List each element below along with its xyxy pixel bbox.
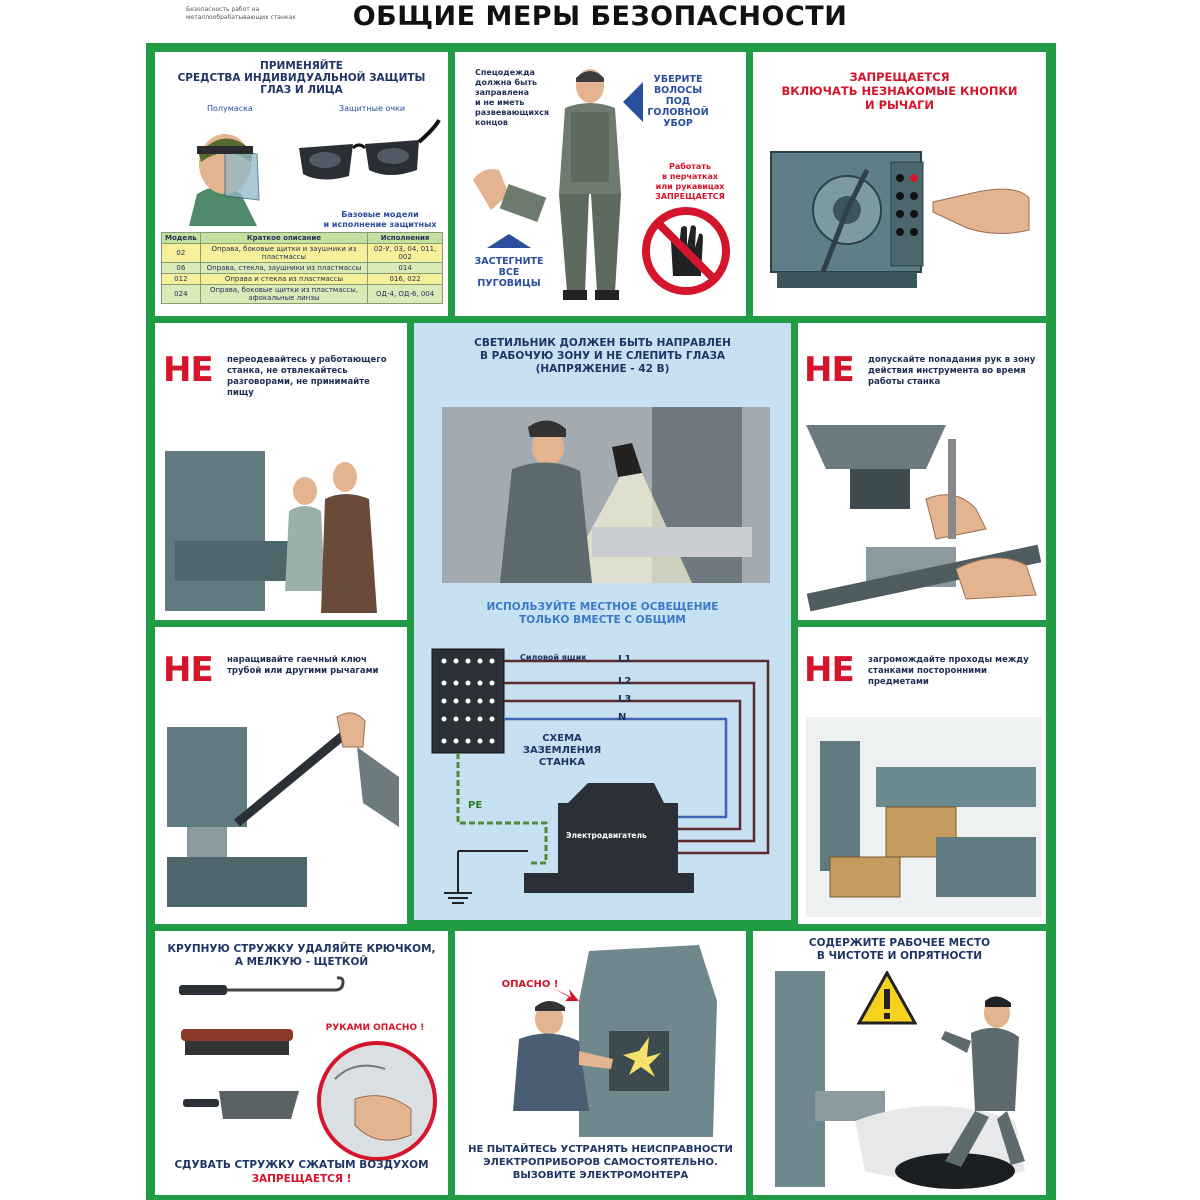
cuff-hand-illustration [473, 169, 547, 223]
chips-footer-line1: СДУВАТЬ СТРУЖКУ СЖАТЫМ ВОЗДУХОМ [174, 1159, 429, 1171]
panel-unknown-buttons: ЗАПРЕЩАЕТСЯ ВКЛЮЧАТЬ НЕЗНАКОМЫЕ КНОПКИ И… [753, 52, 1046, 316]
ne-text: наращивайте гаечный ключ трубой или друг… [227, 655, 379, 676]
warn-hands: РУКАМИ ОПАСНО ! [325, 1023, 425, 1033]
safety-glasses-illustration [299, 119, 441, 180]
wire-brush-illustration [181, 1029, 293, 1055]
table-cell: 014 [367, 262, 443, 274]
light-heading: СВЕТИЛЬНИК ДОЛЖЕН БЫТЬ НАПРАВЛЕН В РАБОЧ… [474, 337, 731, 375]
line-label: N [618, 712, 627, 723]
light-subheading: ИСПОЛЬЗУЙТЕ МЕСТНОЕ ОСВЕЩЕНИЕ ТОЛЬКО ВМЕ… [486, 601, 719, 626]
table-cell: 06 [161, 262, 201, 274]
panel-clean-workplace: СОДЕРЖИТЕ РАБОЧЕЕ МЕСТО В ЧИСТОТЕ И ОПРЯ… [753, 931, 1046, 1195]
worker-in-overalls-illustration [559, 69, 621, 300]
ppe-heading: ПРИМЕНЯЙТЕ СРЕДСТВА ИНДИВИДУАЛЬНОЙ ЗАЩИТ… [177, 60, 426, 96]
buttons-heading: ЗАПРЕЩАЕТСЯ ВКЛЮЧАТЬ НЕЗНАКОМЫЕ КНОПКИ И… [781, 70, 1018, 112]
ne-text: допускайте попадания рук в зону действия… [868, 355, 1036, 387]
text-buttons: ЗАСТЕГНИТЕ ВСЕ ПУГОВИЦЫ [474, 256, 544, 289]
no-gloves-icon [642, 207, 730, 295]
panel-chip-removal: КРУПНУЮ СТРУЖКУ УДАЛЯЙТЕ КРЮЧКОМ, А МЕЛК… [155, 931, 448, 1195]
label-half-mask: Полумаска [207, 104, 253, 113]
ne-label: НЕ [163, 350, 214, 390]
page-title: ОБЩИЕ МЕРЫ БЕЗОПАСНОСТИ [352, 1, 848, 32]
table-cell: Оправа, боковые щитки и заушники из плас… [199, 243, 369, 263]
workers-chatting-illustration [165, 451, 377, 613]
slipping-worker-illustration [775, 971, 1025, 1189]
panel-lighting: СВЕТИЛЬНИК ДОЛЖЕН БЫТЬ НАПРАВЛЕН В РАБОЧ… [414, 323, 791, 920]
panel-clothes: Спецодежда должна быть заправлена и не и… [455, 52, 746, 316]
cluttered-workshop-illustration [806, 717, 1042, 917]
danger-label: ОПАСНО ! [501, 979, 559, 990]
power-box-label: Силовой ящик [520, 653, 587, 662]
line-label: L2 [618, 676, 632, 687]
table-cell: Оправа, стекла, заушники из пластмассы [199, 262, 369, 274]
ne-text: переодевайтесь у работающего станка, не … [227, 355, 387, 398]
panel-electrical: ОПАСНО ! НЕ ПЫТАЙТЕСЬ УСТРАНЯТЬ НЕИСПРАВ… [455, 931, 746, 1195]
wrench-extension-illustration [167, 712, 399, 907]
panel-hands-in-zone: НЕ допускайте попадания рук в зону дейст… [798, 323, 1046, 620]
motor-label: Электродвигатель [566, 831, 647, 840]
face-shield-illustration [189, 134, 260, 226]
panel-no-distraction: НЕ переодевайтесь у работающего станка, … [155, 323, 407, 620]
text-clothes: Спецодежда должна быть заправлена и не и… [475, 68, 549, 127]
table-cell: Оправа и стекла из пластмассы [199, 273, 369, 285]
chips-heading: КРУПНУЮ СТРУЖКУ УДАЛЯЙТЕ КРЮЧКОМ, А МЕЛК… [167, 943, 436, 968]
panel-wrench: НЕ наращивайте гаечный ключ трубой или д… [155, 627, 407, 924]
text-hair: УБЕРИТЕ ВОЛОСЫ ПОД ГОЛОВНОЙ УБОР [647, 74, 709, 129]
header-subtitle: Безопасность работ на металлообрабатываю… [186, 6, 296, 21]
arrow-up-icon [487, 234, 531, 248]
line-label: L3 [618, 694, 632, 705]
panel-aisles: НЕ загромождайте проходы между станками … [798, 627, 1046, 924]
control-panel-illustration [770, 151, 1030, 288]
table-header: Краткое описание [199, 232, 369, 244]
scheme-title: СХЕМА ЗАЗЕМЛЕНИЯ СТАНКА [522, 733, 602, 768]
table-row: 02 Оправа, боковые щитки и заушники из п… [161, 243, 443, 263]
table-cell: 02 [161, 243, 201, 263]
table-cell: 012 [161, 273, 201, 285]
ne-label: НЕ [163, 650, 214, 690]
glasses-models-table: Модель Краткое описание Исполнения 02 Оп… [161, 232, 443, 304]
table-cell: 016, 022 [367, 273, 443, 285]
grounding-diagram [431, 648, 770, 904]
lamp-workstation-illustration [442, 407, 770, 583]
table-header: Исполнения [367, 232, 443, 244]
table-row: 012 Оправа и стекла из пластмассы 016, 0… [161, 273, 443, 285]
table-cell: 02-У, 03, 04, 011, 002 [367, 243, 443, 263]
table-cell: 024 [161, 284, 201, 304]
hand-chips-circle-illustration [317, 1041, 437, 1161]
clean-heading: СОДЕРЖИТЕ РАБОЧЕЕ МЕСТО В ЧИСТОТЕ И ОПРЯ… [808, 937, 991, 962]
pe-label: PE [468, 800, 483, 811]
ne-text: загромождайте проходы между станками пос… [868, 655, 1029, 687]
table-header: Модель [161, 232, 201, 244]
ne-label: НЕ [804, 350, 855, 390]
electrical-repair-illustration [513, 945, 717, 1137]
label-glasses: Защитные очки [339, 104, 406, 113]
electric-footer: НЕ ПЫТАЙТЕСЬ УСТРАНЯТЬ НЕИСПРАВНОСТИ ЭЛЕ… [468, 1144, 733, 1181]
table-row: 06 Оправа, стекла, заушники из пластмасс… [161, 262, 443, 274]
red-arrow-icon [551, 987, 579, 1001]
panel-ppe: ПРИМЕНЯЙТЕ СРЕДСТВА ИНДИВИДУАЛЬНОЙ ЗАЩИТ… [155, 52, 448, 316]
warning-triangle-icon [857, 971, 917, 1025]
table-row: 024 Оправа, боковые щитки из пластмассы,… [161, 284, 443, 304]
text-gloves: Работать в перчатках или рукавицах ЗАПРЕ… [655, 162, 725, 201]
ne-label: НЕ [804, 650, 855, 690]
milling-cutter-illustration [806, 425, 1042, 612]
chip-hook-illustration [179, 976, 345, 995]
line-label: L1 [618, 654, 632, 665]
dustpan-illustration [183, 1091, 299, 1119]
table-cell: ОД-4, ОД-6, 004 [367, 284, 443, 304]
arrow-left-icon [623, 82, 643, 122]
table-cell: Оправа, боковые щитки из пластмассы, афо… [199, 284, 369, 304]
chips-footer-line2: ЗАПРЕЩАЕТСЯ ! [251, 1173, 352, 1185]
